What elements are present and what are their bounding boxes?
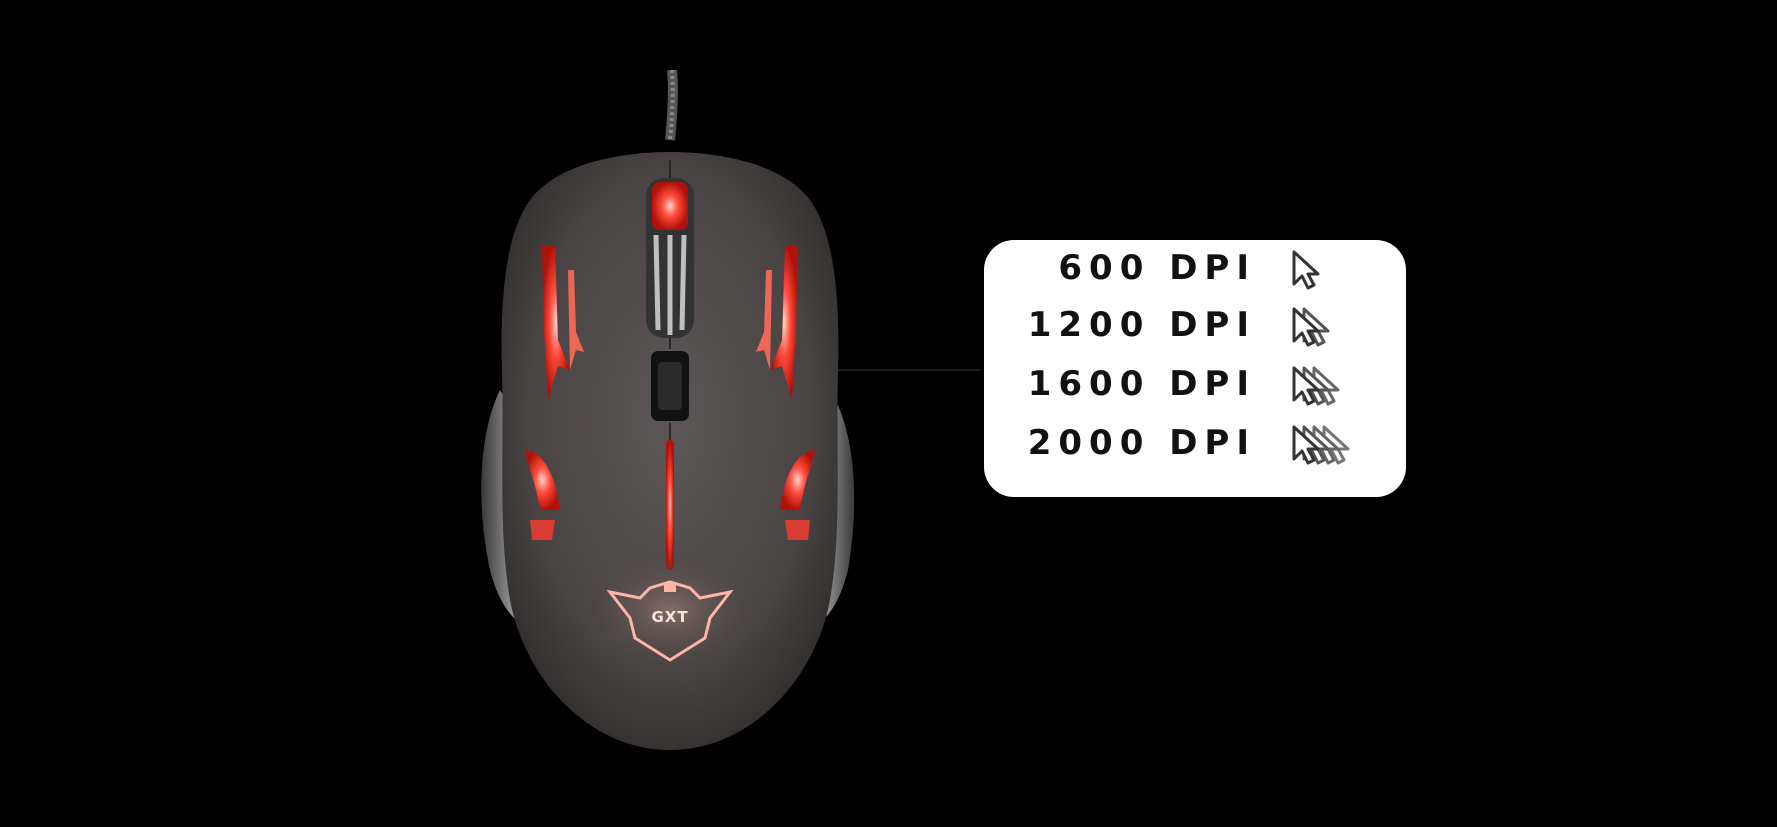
dpi-level-label: 1600 DPI	[1027, 364, 1256, 404]
logo-text: GXT	[651, 608, 689, 626]
dpi-level-row: 1200 DPI	[984, 297, 1406, 353]
dpi-level-label: 2000 DPI	[1027, 423, 1256, 463]
left-lightning-light	[542, 245, 570, 400]
cable	[665, 70, 678, 141]
dpi-levels-panel: 600 DPI 1200 DPI 1600 DPI 2000 DPI	[984, 240, 1406, 497]
dpi-level-row: 2000 DPI	[984, 415, 1406, 471]
dpi-level-label: 600 DPI	[1058, 248, 1256, 288]
gxt-logo	[606, 580, 734, 662]
gaming-mouse	[481, 70, 855, 750]
single-cursor-icon	[1292, 250, 1320, 290]
quad-cursor-icon	[1292, 425, 1350, 465]
dpi-level-row: 1600 DPI	[984, 356, 1406, 412]
dpi-level-row: 600 DPI	[984, 240, 1406, 296]
double-cursor-icon	[1292, 307, 1330, 347]
center-light-strip	[666, 440, 674, 570]
triple-cursor-icon	[1292, 366, 1340, 406]
dpi-level-label: 1200 DPI	[1027, 305, 1256, 345]
right-lightning-light	[770, 245, 798, 400]
